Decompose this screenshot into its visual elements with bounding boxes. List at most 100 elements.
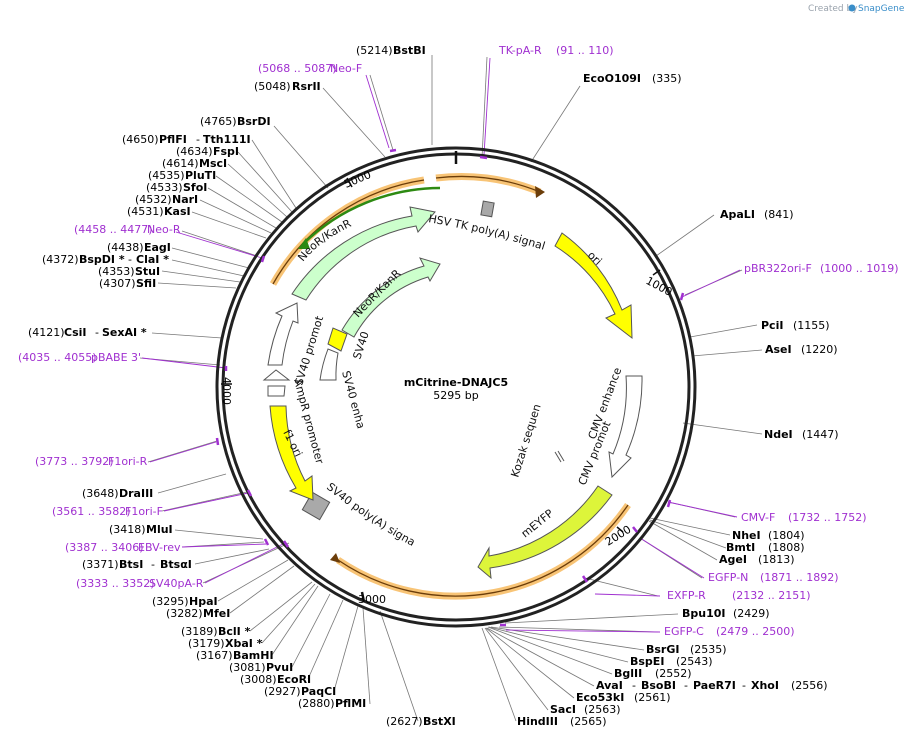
site-nari[interactable]: NarI <box>172 193 198 206</box>
site-ndei[interactable]: NdeI <box>764 428 793 441</box>
site-msci[interactable]: MscI <box>199 157 227 170</box>
primer-pbr322ori-f[interactable]: pBR322ori-F <box>744 262 812 275</box>
site-btsi[interactable]: BtsI <box>119 558 143 571</box>
site-rsrii[interactable]: RsrII <box>292 80 321 93</box>
site-pos: (4121) <box>28 326 65 339</box>
site-sfii[interactable]: SfiI <box>136 277 156 290</box>
site-pos: (1155) <box>793 319 830 332</box>
site-pos: (2627) <box>386 715 423 728</box>
site-paer7i[interactable]: PaeR7I <box>693 679 736 692</box>
site-pos: (3648) <box>82 487 119 500</box>
site-sexai[interactable]: SexAI * <box>102 326 147 339</box>
site-avai[interactable]: AvaI <box>596 679 623 692</box>
site-xbai[interactable]: XbaI * <box>225 637 263 650</box>
site-agei[interactable]: AgeI <box>719 553 747 566</box>
site-sfoi[interactable]: SfoI <box>183 181 207 194</box>
site-bcli[interactable]: BclI * <box>218 625 251 638</box>
primer-ebv-rev[interactable]: EBV-rev <box>138 541 181 554</box>
watermark-prefix: Created by <box>808 4 858 14</box>
orf-arrowhead-icon <box>535 186 545 198</box>
site-bspei[interactable]: BspEI <box>630 655 664 668</box>
site-pos: (5214) <box>356 44 393 57</box>
site-kasi[interactable]: KasI <box>164 205 191 218</box>
site-bspdi[interactable]: BspDI * <box>79 253 125 266</box>
site-bamhi[interactable]: BamHI <box>233 649 274 662</box>
primer-pbabe-3[interactable]: pBABE 3' <box>91 351 141 364</box>
primer-sv40pa-r[interactable]: SV40pA-R <box>149 577 204 590</box>
site-bsrgi[interactable]: BsrGI <box>646 643 679 656</box>
primer-pos: (1732 .. 1752) <box>788 511 867 524</box>
primer-pos: (3773 .. 3792) <box>35 455 114 468</box>
site-pos: (4307) <box>99 277 136 290</box>
kozak-marker <box>554 451 562 463</box>
primer-pos: (3561 .. 3582) <box>52 505 131 518</box>
site-bglii[interactable]: BglII <box>614 667 642 680</box>
site-hpai[interactable]: HpaI <box>189 595 218 608</box>
site-pos: (1447) <box>802 428 839 441</box>
site-bmti[interactable]: BmtI <box>726 541 755 554</box>
site-mlui[interactable]: MluI <box>146 523 173 536</box>
site-eagi[interactable]: EagI <box>144 241 171 254</box>
kozak-marker <box>557 450 565 462</box>
site-csii[interactable]: CsiI <box>64 326 86 339</box>
primer-neo-r[interactable]: Neo-R <box>147 223 181 236</box>
primer-f1ori-f[interactable]: F1ori-F <box>125 505 163 518</box>
primer-pos: (5068 .. 5087) <box>258 62 337 75</box>
site-pflfi[interactable]: PflFI <box>159 133 187 146</box>
primer-pos: (4035 .. 4055) <box>18 351 97 364</box>
site-pos: (1220) <box>801 343 838 356</box>
site-pos: (2880) <box>298 697 335 710</box>
primer-cmv-f[interactable]: CMV-F <box>741 511 775 524</box>
site-hindiii[interactable]: HindIII <box>517 715 558 728</box>
site-bsobi[interactable]: BsoBI <box>641 679 676 692</box>
primer-egfp-n[interactable]: EGFP-N <box>708 571 748 584</box>
svg-text:-: - <box>684 679 688 692</box>
site-eco0109i[interactable]: EcoO109I <box>583 72 641 85</box>
site-pos: (4765) <box>200 115 237 128</box>
site-pos: (4372) <box>42 253 79 266</box>
primer-neo-f[interactable]: Neo-F <box>330 62 362 75</box>
site-eco53ki[interactable]: Eco53kI <box>576 691 624 704</box>
site-xhoi[interactable]: XhoI <box>751 679 779 692</box>
site-pos: (335) <box>652 72 682 85</box>
feature-label-neor-kanr-inner: NeoR/KanR <box>351 267 404 320</box>
tick-3000: 3000 <box>358 593 386 606</box>
site-apali[interactable]: ApaLI <box>720 208 755 221</box>
site-ecori[interactable]: EcoRI <box>277 673 311 686</box>
site-pos: (3189) <box>181 625 218 638</box>
site-pos: (2927) <box>264 685 301 698</box>
primer-pos: (91 .. 110) <box>556 44 614 57</box>
site-pvui[interactable]: PvuI <box>266 661 293 674</box>
site-saci[interactable]: SacI <box>550 703 576 716</box>
site-mfei[interactable]: MfeI <box>203 607 230 620</box>
site-bpu10i[interactable]: Bpu10I <box>682 607 726 620</box>
site-pos: (4438) <box>107 241 144 254</box>
site-draiii[interactable]: DraIII <box>119 487 153 500</box>
site-bstbi[interactable]: BstBI <box>393 44 426 57</box>
site-paqci[interactable]: PaqCI <box>301 685 336 698</box>
site-stui[interactable]: StuI <box>135 265 160 278</box>
primer-tk-pa-r[interactable]: TK-pA-R <box>498 44 542 57</box>
svg-text:-: - <box>128 253 132 266</box>
site-pos: (2561) <box>634 691 671 704</box>
primer-exfp-r[interactable]: EXFP-R <box>667 589 706 602</box>
site-clai[interactable]: ClaI * <box>136 253 169 266</box>
site-tth111i[interactable]: Tth111I <box>203 133 251 146</box>
site-fspi[interactable]: FspI <box>213 145 239 158</box>
feature-label-hsv-tk-polya: HSV TK poly(A) signal <box>427 212 546 253</box>
site-nhei[interactable]: NheI <box>732 529 761 542</box>
site-pluti[interactable]: PluTI <box>185 169 216 182</box>
site-pos: (3371) <box>82 558 119 571</box>
site-pflmi[interactable]: PflMI <box>335 697 366 710</box>
primer-f1ori-r[interactable]: F1ori-R <box>108 455 148 468</box>
plasmid-size: 5295 bp <box>433 389 478 402</box>
site-bstxi[interactable]: BstXI <box>423 715 456 728</box>
primer-egfp-c[interactable]: EGFP-C <box>664 625 704 638</box>
site-pos: (3295) <box>152 595 189 608</box>
site-btsai[interactable]: BtsαI <box>160 558 192 571</box>
svg-text:-: - <box>196 133 200 146</box>
site-bsrdi[interactable]: BsrDI <box>237 115 271 128</box>
site-pos: (3008) <box>240 673 277 686</box>
site-pcii[interactable]: PciI <box>761 319 783 332</box>
site-asei[interactable]: AseI <box>765 343 792 356</box>
